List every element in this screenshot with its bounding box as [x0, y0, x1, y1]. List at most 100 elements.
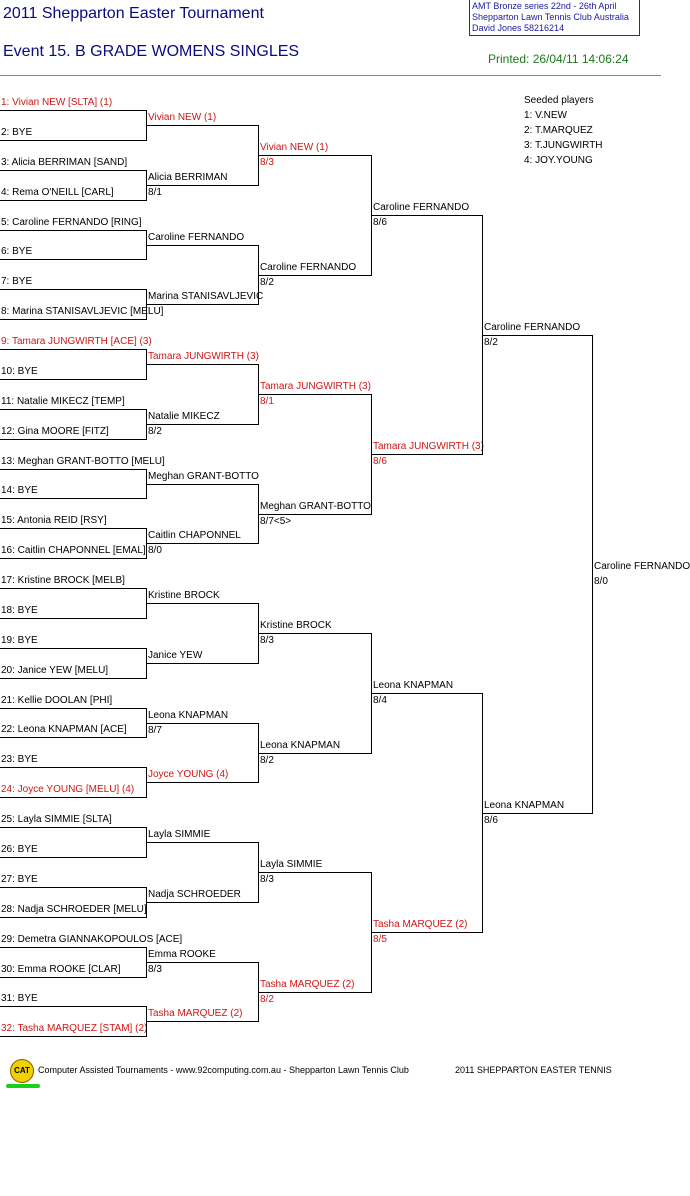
draw-entry: 31: BYE	[1, 993, 38, 1004]
match-winner: Caroline FERNANDO	[373, 202, 470, 213]
match-winner: Caroline FERNANDO	[148, 232, 245, 243]
draw-line	[0, 259, 146, 260]
draw-entry: 18: BYE	[1, 605, 38, 616]
draw-entry: 25: Layla SIMMIE [SLTA]	[1, 814, 112, 825]
draw-entry: 2: BYE	[1, 127, 33, 138]
match-winner: Kristine BROCK	[148, 590, 220, 601]
match-score: 8/2	[260, 755, 274, 766]
tournament-info-box: AMT Bronze series 22nd - 26th April Shep…	[469, 0, 640, 36]
match-winner: Caroline FERNANDO	[484, 322, 581, 333]
draw-line	[0, 170, 146, 171]
winner-line	[146, 842, 258, 843]
draw-line	[0, 289, 146, 290]
tournament-title: 2011 Shepparton Easter Tournament	[3, 5, 264, 22]
draw-line	[0, 528, 146, 529]
match-score: 8/0	[594, 576, 608, 587]
draw-entry: 4: Rema O'NEILL [CARL]	[1, 187, 114, 198]
draw-entry: 29: Demetra GIANNAKOPOULOS [ACE]	[1, 934, 183, 945]
draw-entry: 24: Joyce YOUNG [MELU] (4)	[1, 784, 135, 795]
match-winner: Tamara JUNGWIRTH (3)	[260, 381, 371, 392]
winner-line	[371, 693, 482, 694]
draw-entry: 15: Antonia REID [RSY]	[1, 515, 107, 526]
winner-line	[146, 364, 258, 365]
draw-entry: 21: Kellie DOOLAN [PHI]	[1, 695, 113, 706]
winner-line	[146, 424, 258, 425]
draw-entry: 20: Janice YEW [MELU]	[1, 665, 109, 676]
draw-entry: 5: Caroline FERNANDO [RING]	[1, 217, 142, 228]
draw-line	[0, 379, 146, 380]
draw-entry: 16: Caitlin CHAPONNEL [EMAL]	[1, 545, 146, 556]
draw-line	[0, 588, 146, 589]
seed-4: 4: JOY.YOUNG	[524, 155, 593, 166]
match-score: 8/6	[373, 456, 387, 467]
winner-line	[146, 125, 258, 126]
winner-line	[146, 603, 258, 604]
match-winner: Tasha MARQUEZ (2)	[148, 1008, 243, 1019]
winner-line	[258, 992, 371, 993]
header-divider	[0, 75, 661, 76]
draw-line	[0, 767, 146, 768]
draw-line	[0, 409, 146, 410]
draw-line	[0, 349, 146, 350]
draw-entry: 12: Gina MOORE [FITZ]	[1, 426, 109, 437]
match-winner: Leona KNAPMAN	[373, 680, 454, 691]
draw-line	[0, 200, 146, 201]
draw-line	[0, 110, 146, 111]
draw-entry: 22: Leona KNAPMAN [ACE]	[1, 724, 127, 735]
draw-line	[0, 1006, 146, 1007]
seed-1: 1: V.NEW	[524, 110, 567, 121]
match-score: 8/3	[260, 635, 274, 646]
match-winner: Caitlin CHAPONNEL	[148, 530, 241, 541]
winner-line	[482, 813, 592, 814]
draw-line	[0, 708, 146, 709]
match-winner: Janice YEW	[148, 650, 203, 661]
match-winner: Meghan GRANT-BOTTO	[148, 471, 259, 482]
draw-line	[0, 319, 146, 320]
winner-line	[146, 663, 258, 664]
match-winner: Joyce YOUNG (4)	[148, 769, 229, 780]
match-winner: Meghan GRANT-BOTTO	[260, 501, 371, 512]
match-score: 8/1	[260, 396, 274, 407]
match-winner: Vivian NEW (1)	[260, 142, 329, 153]
match-score: 8/2	[148, 426, 162, 437]
winner-line	[258, 872, 371, 873]
draw-entry: 23: BYE	[1, 754, 38, 765]
winner-line	[146, 543, 258, 544]
winner-line	[146, 304, 258, 305]
winner-line	[371, 932, 482, 933]
match-score: 8/0	[148, 545, 162, 556]
draw-entry: 19: BYE	[1, 635, 38, 646]
match-score: 8/2	[260, 277, 274, 288]
winner-line	[146, 484, 258, 485]
footer-event-name: 2011 SHEPPARTON EASTER TENNIS	[455, 1065, 612, 1075]
draw-line	[0, 917, 146, 918]
winner-line	[258, 394, 371, 395]
draw-line	[0, 797, 146, 798]
match-score: 8/3	[148, 964, 162, 975]
winner-line	[482, 335, 592, 336]
match-winner: Emma ROOKE	[148, 949, 216, 960]
match-winner: Marina STANISAVLJEVIC	[148, 291, 264, 302]
match-score: 8/5	[373, 934, 387, 945]
match-score: 8/3	[260, 874, 274, 885]
winner-line	[258, 155, 371, 156]
match-score: 8/6	[373, 217, 387, 228]
winner-line	[258, 633, 371, 634]
match-score: 8/2	[260, 994, 274, 1005]
draw-entry: 28: Nadja SCHROEDER [MELU]	[1, 904, 147, 915]
info-contact: David Jones 58216214	[472, 23, 565, 33]
draw-entry: 17: Kristine BROCK [MELB]	[1, 575, 125, 586]
draw-entry: 26: BYE	[1, 844, 38, 855]
draw-line	[0, 140, 146, 141]
winner-line	[146, 782, 258, 783]
info-series: AMT Bronze series 22nd - 26th April	[472, 1, 617, 11]
match-score: 8/3	[260, 157, 274, 168]
bracket-connector	[592, 335, 593, 814]
winner-line	[371, 215, 482, 216]
winner-line	[258, 275, 371, 276]
match-winner: Tasha MARQUEZ (2)	[373, 919, 468, 930]
seed-3: 3: T.JUNGWIRTH	[524, 140, 603, 151]
draw-line	[0, 469, 146, 470]
draw-line	[0, 439, 146, 440]
draw-line	[0, 230, 146, 231]
